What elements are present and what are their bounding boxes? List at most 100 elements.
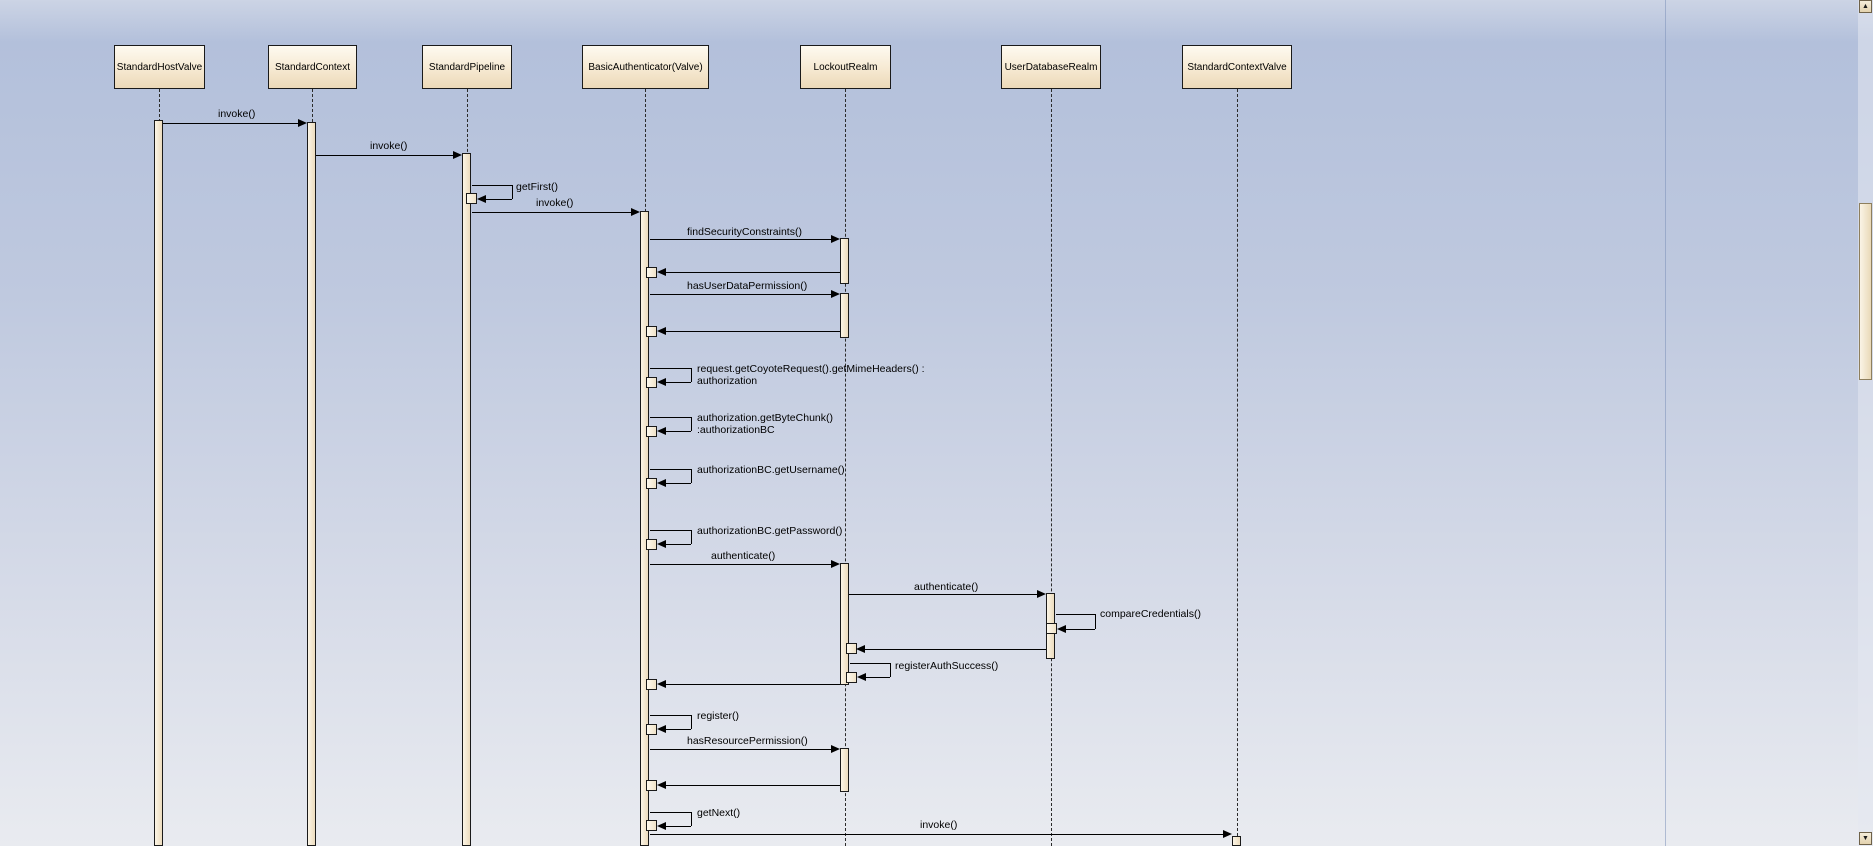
message-label: getNext() — [697, 807, 741, 819]
message-line — [866, 677, 890, 678]
arrowhead-left-icon — [1057, 625, 1066, 633]
nested-activation — [646, 326, 657, 337]
activation-basicauthenticator — [640, 211, 649, 846]
scroll-down-icon: ▼ — [1862, 835, 1869, 842]
message-line — [650, 715, 691, 716]
scroll-down-button[interactable]: ▼ — [1859, 832, 1872, 845]
lifeline-label: BasicAuthenticator(Valve) — [588, 61, 703, 73]
arrowhead-right-icon — [453, 151, 462, 159]
message-label: authorization.getByteChunk() :authorizat… — [697, 412, 833, 436]
message-line — [512, 185, 513, 199]
message-label: authorizationBC.getPassword() — [697, 525, 843, 537]
message-line — [650, 368, 691, 369]
activation-lockout-hasuserdatapermission — [840, 293, 849, 338]
message-line — [650, 239, 831, 240]
arrowhead-right-icon — [631, 208, 640, 216]
arrowhead-left-icon — [657, 781, 666, 789]
message-label: hasUserDataPermission() — [687, 280, 808, 292]
lifeline-head-standardhostvalve[interactable]: StandardHostValve — [114, 45, 205, 89]
nested-activation — [646, 377, 657, 388]
arrowhead-left-icon — [657, 479, 666, 487]
arrowhead-left-icon — [657, 327, 666, 335]
activation-standardhostvalve — [154, 120, 163, 846]
vertical-scrollbar-thumb[interactable] — [1859, 203, 1872, 380]
scroll-up-icon: ▲ — [1862, 3, 1869, 10]
message-line — [316, 155, 453, 156]
message-line — [849, 594, 1037, 595]
lifeline-label: StandardContext — [274, 61, 351, 73]
message-line — [650, 564, 831, 565]
activation-standardcontextvalve — [1232, 836, 1241, 846]
nested-activation — [646, 267, 657, 278]
arrowhead-left-icon — [657, 268, 666, 276]
arrowhead-left-icon — [477, 195, 486, 203]
lifeline-label: UserDatabaseRealm — [1004, 61, 1098, 73]
nested-activation — [846, 672, 857, 683]
lifeline-head-basicauthenticator[interactable]: BasicAuthenticator(Valve) — [582, 45, 709, 89]
message-line — [650, 530, 691, 531]
message-label: authenticate() — [711, 550, 776, 562]
arrowhead-left-icon — [657, 725, 666, 733]
message-line — [666, 826, 691, 827]
lifeline-label: StandardHostValve — [116, 61, 203, 73]
message-label: request.getCoyoteRequest().getMimeHeader… — [697, 363, 925, 387]
arrowhead-right-icon — [831, 560, 840, 568]
lifeline-head-standardpipeline[interactable]: StandardPipeline — [422, 45, 512, 89]
activation-lockout-hasresourcepermission — [840, 748, 849, 792]
message-line — [650, 294, 831, 295]
arrowhead-right-icon — [1223, 830, 1232, 838]
message-line — [650, 417, 691, 418]
message-label: hasResourcePermission() — [687, 735, 808, 747]
lifeline-head-userdatabaserealm[interactable]: UserDatabaseRealm — [1001, 45, 1101, 89]
nested-activation — [646, 780, 657, 791]
arrowhead-left-icon — [857, 673, 866, 681]
vertical-scrollbar-track[interactable] — [1858, 0, 1873, 846]
arrowhead-right-icon — [831, 235, 840, 243]
message-line — [666, 382, 691, 383]
nested-activation — [466, 193, 477, 204]
message-line — [163, 123, 298, 124]
return-line — [865, 649, 1046, 650]
message-line — [650, 469, 691, 470]
message-label: invoke() — [218, 108, 256, 120]
message-line — [650, 812, 691, 813]
message-line — [650, 834, 1223, 835]
lifeline-head-standardcontext[interactable]: StandardContext — [268, 45, 357, 89]
nested-activation — [646, 426, 657, 437]
message-line — [472, 185, 512, 186]
lifeline-label: StandardPipeline — [428, 61, 506, 73]
message-line — [666, 544, 691, 545]
message-label: findSecurityConstraints() — [687, 226, 802, 238]
message-line — [666, 729, 691, 730]
activation-lockout-findsecurityconstraints — [840, 238, 849, 284]
message-label: invoke() — [370, 140, 408, 152]
message-label: register() — [697, 710, 740, 722]
message-label: getFirst() — [516, 181, 558, 193]
lifeline-label: StandardContextValve — [1187, 61, 1287, 73]
message-line — [691, 469, 692, 483]
scroll-up-button[interactable]: ▲ — [1859, 0, 1872, 13]
lifeline-head-standardcontextvalve[interactable]: StandardContextValve — [1182, 45, 1292, 89]
activation-standardcontext — [307, 122, 316, 846]
arrowhead-left-icon — [856, 645, 865, 653]
activation-lockout-authenticate — [840, 563, 849, 685]
message-line — [1095, 614, 1096, 629]
lifeline-lockoutrealm — [845, 89, 846, 846]
arrowhead-left-icon — [657, 427, 666, 435]
message-label: authorizationBC.getUsername() — [697, 464, 845, 476]
message-label: invoke() — [920, 819, 958, 831]
lifeline-head-lockoutrealm[interactable]: LockoutRealm — [800, 45, 891, 89]
message-line — [486, 199, 512, 200]
message-line — [691, 530, 692, 544]
nested-activation — [646, 820, 657, 831]
page-boundary-line — [1665, 0, 1666, 846]
arrowhead-left-icon — [657, 378, 666, 386]
arrowhead-right-icon — [1037, 590, 1046, 598]
return-line — [666, 331, 840, 332]
message-label: invoke() — [536, 197, 574, 209]
message-line — [666, 483, 691, 484]
return-line — [666, 272, 840, 273]
message-line — [691, 812, 692, 826]
message-line — [1066, 629, 1095, 630]
